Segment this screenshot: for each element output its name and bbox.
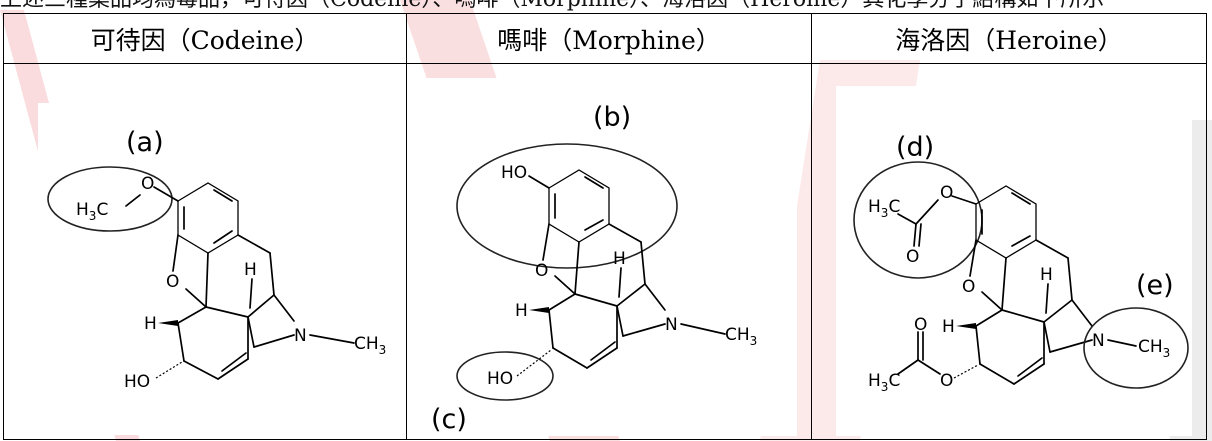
label-e: (e): [1136, 270, 1174, 301]
column-header-codeine: 可待因（Codeine）: [3, 13, 407, 64]
atom-ch3: CH3: [1138, 337, 1170, 360]
atom-o-methoxy: O: [141, 174, 154, 194]
atom-h3c: H3C: [76, 200, 108, 223]
morphine-structure-image: (b) HO: [425, 78, 797, 436]
morphine-cell: (b) HO: [406, 63, 812, 440]
table-body-row: (a) H3C O: [3, 63, 1207, 440]
atom-o-ester-top: O: [940, 183, 953, 203]
label-d: (d): [896, 132, 934, 163]
structure-table: 可待因（Codeine） 嗎啡（Morphine） 海洛因（Heroine） (…: [3, 13, 1207, 440]
atom-h3c-bottom: H3C: [868, 371, 900, 394]
atom-h-top: H: [244, 260, 257, 280]
heroine-cell: (d) H3C O O: [811, 63, 1207, 440]
atom-o-bridge: O: [962, 277, 975, 297]
label-b: (b): [593, 102, 631, 133]
atom-o-carbonyl-bottom: O: [914, 315, 927, 335]
label-a: (a): [126, 127, 164, 158]
atom-n: N: [294, 326, 307, 346]
ellipse-b: [456, 143, 678, 269]
atom-ho-top: HO: [501, 163, 527, 183]
ellipse-a: [47, 166, 173, 232]
atom-h-top: H: [613, 249, 626, 269]
atom-ho: HO: [124, 372, 150, 392]
atom-h-left: H: [515, 301, 528, 321]
atom-ch3: CH3: [354, 334, 386, 357]
atom-ch3: CH3: [725, 325, 757, 348]
column-header-morphine: 嗎啡（Morphine）: [406, 13, 812, 64]
label-c: (c): [431, 404, 467, 435]
atom-ho-bottom: HO: [487, 369, 513, 389]
atom-n: N: [1092, 331, 1105, 351]
atom-o-bridge: O: [535, 261, 548, 281]
heroine-structure-image: (d) H3C O O: [836, 86, 1192, 436]
column-header-heroine: 海洛因（Heroine）: [811, 13, 1207, 64]
codeine-structure-image: (a) H3C O: [38, 103, 394, 435]
header-text-line: 上述三種藥品均為毒品，可待因（Codeine）、嗎啡（Morphine）、海洛因…: [0, 0, 1212, 11]
ellipse-c: [456, 351, 554, 401]
atom-o-ester-bottom: O: [940, 371, 953, 391]
table-header-row: 可待因（Codeine） 嗎啡（Morphine） 海洛因（Heroine）: [3, 13, 1207, 64]
atom-o-carbonyl-top: O: [906, 247, 919, 267]
atom-h3c-top: H3C: [868, 197, 900, 220]
codeine-cell: (a) H3C O: [3, 63, 407, 440]
atom-h-top: H: [1040, 265, 1053, 285]
atom-n: N: [665, 315, 678, 335]
atom-h-left: H: [942, 317, 955, 337]
atom-h-left: H: [144, 314, 157, 334]
atom-o-bridge: O: [166, 272, 179, 292]
